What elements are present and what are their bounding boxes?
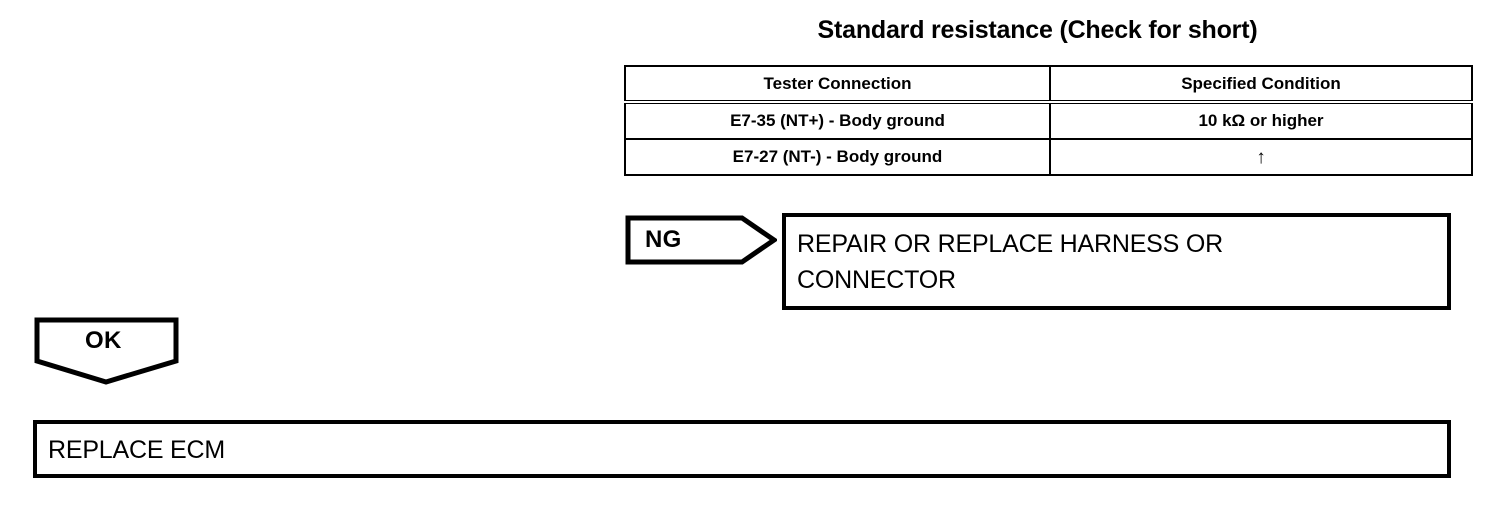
repair-box-text: REPAIR OR REPLACE HARNESS OR CONNECTOR xyxy=(797,226,1441,298)
ng-branch-arrow xyxy=(625,215,777,265)
arrow-down-icon xyxy=(34,317,179,385)
resistance-table: Tester Connection Specified Condition E7… xyxy=(624,65,1473,176)
repair-or-replace-box: REPAIR OR REPLACE HARNESS OR CONNECTOR xyxy=(782,213,1451,310)
repair-box-line-1: REPAIR OR REPLACE HARNESS OR xyxy=(797,230,1223,258)
arrow-right-icon xyxy=(625,215,777,265)
cell-specified-condition-2: ↑ xyxy=(1049,138,1473,176)
table-title: Standard resistance (Check for short) xyxy=(817,16,1258,44)
cell-tester-connection-2: E7-27 (NT-) - Body ground xyxy=(624,138,1051,176)
column-header-tester-connection: Tester Connection xyxy=(624,65,1051,104)
ng-branch-label: NG xyxy=(645,226,682,253)
column-header-specified-condition: Specified Condition xyxy=(1049,65,1473,104)
repair-box-line-2: CONNECTOR xyxy=(797,266,956,294)
table-row: E7-27 (NT-) - Body ground ↑ xyxy=(624,138,1473,176)
replace-ecm-box: REPLACE ECM xyxy=(33,420,1451,478)
cell-specified-condition-1: 10 kΩ or higher xyxy=(1049,101,1473,140)
replace-ecm-text: REPLACE ECM xyxy=(48,436,226,464)
table-row: E7-35 (NT+) - Body ground 10 kΩ or highe… xyxy=(624,101,1473,140)
table-header-row: Tester Connection Specified Condition xyxy=(624,65,1473,104)
ok-branch-arrow xyxy=(34,317,179,385)
cell-tester-connection-1: E7-35 (NT+) - Body ground xyxy=(624,101,1051,140)
ok-branch-label: OK xyxy=(85,327,122,354)
